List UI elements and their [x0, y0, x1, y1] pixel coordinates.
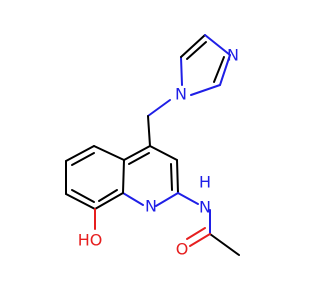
bond-c8aq-c4aq: [122, 159, 125, 194]
bond-imidazole-n3-c4-double: [213, 56, 225, 83]
bond-imidazole-c3-n3: [204, 34, 231, 56]
imidazole-n1-label: N: [175, 85, 187, 104]
molecule-diagram: N N N H N HO O: [65, 34, 240, 259]
bond-carbonyl-c-o: [189, 233, 211, 247]
bond-c5q-c6q: [65, 145, 95, 162]
bond-c8aq-c8q-inner: [98, 189, 118, 202]
bond-imidazole-n1-c2: [180, 56, 183, 86]
carbonyl-o-label: O: [176, 240, 189, 259]
hydroxyl-label: HO: [78, 231, 103, 250]
bond-c4aq-c4q: [123, 145, 151, 161]
imidazole-n3-label: N: [227, 46, 239, 65]
bond-ch2-c4q: [147, 115, 151, 147]
bond-nq-c8aq: [122, 192, 144, 206]
bond-imidazole-c2-c3-double: [186, 41, 207, 60]
bond-c7q-c8q-inner: [71, 189, 95, 203]
bond-imidazole-c2-c3: [180, 34, 206, 58]
bond-layer: [65, 34, 240, 256]
bond-c4aq-c4q-inner: [128, 152, 150, 165]
bond-c2q-nq: [155, 192, 179, 207]
quinoline-n-label: N: [145, 197, 157, 216]
bond-c3q-c2q: [176, 159, 179, 194]
bond-imidazole-n3-c4: [219, 54, 231, 86]
bond-c4q-c3q: [149, 145, 178, 161]
amide-h-label: H: [199, 173, 211, 192]
bond-c4aq-c5q: [93, 145, 125, 161]
amide-n-label: N: [199, 198, 211, 217]
bond-n1-ch2: [147, 99, 171, 117]
bond-c8q-c8aq: [94, 192, 124, 210]
bond-c3q-c2q-inner: [170, 163, 173, 191]
bond-imidazole-c4-n1: [190, 84, 221, 96]
bond-carbonyl-c-methyl: [209, 233, 240, 256]
bond-carbonyl-c-o-double: [186, 227, 206, 240]
bond-c2q-nh: [177, 192, 199, 205]
bond-c7q-c8q: [65, 193, 96, 210]
atom-label-layer: N N N H N HO O: [78, 46, 239, 259]
bond-c5q-c6q-inner: [71, 152, 95, 166]
